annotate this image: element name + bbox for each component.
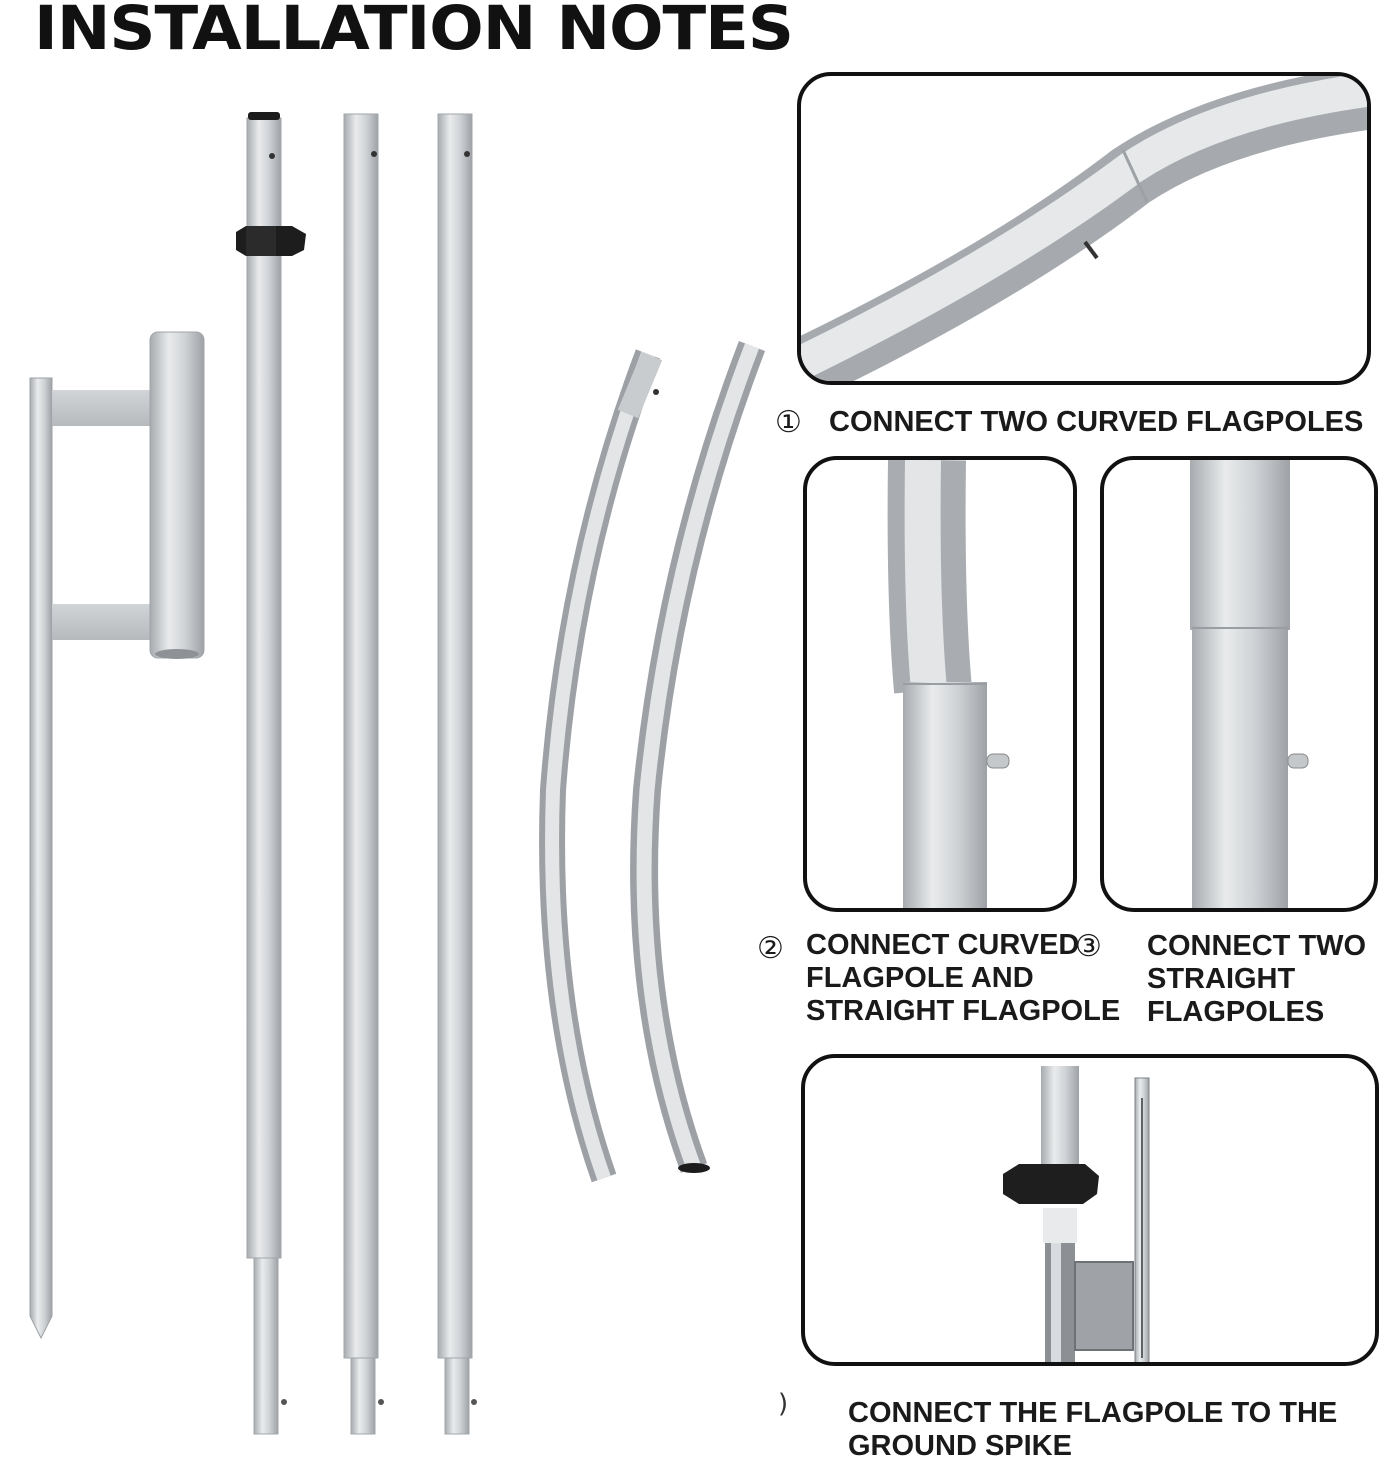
step3-caption-line: CONNECT TWO	[1147, 930, 1367, 962]
step2-number: ②	[757, 931, 784, 966]
step1-image-frame	[797, 72, 1371, 385]
step2-image-frame	[803, 456, 1077, 912]
step4-image-frame	[801, 1054, 1379, 1366]
partial-number-glyph: )	[778, 1389, 788, 1419]
step4-caption: CONNECT THE FLAGPOLE TO THE GROUND SPIKE	[848, 1397, 1337, 1463]
pole-to-spike-illustration	[1003, 1066, 1150, 1362]
step2-caption: CONNECT CURVED FLAGPOLE AND STRAIGHT FLA…	[806, 929, 1120, 1028]
step3-number: ③	[1075, 929, 1102, 964]
step4-caption-line: CONNECT THE FLAGPOLE TO THE	[848, 1397, 1338, 1429]
step1-caption: CONNECT TWO CURVED FLAGPOLES	[829, 406, 1364, 438]
step3-image-frame	[1100, 456, 1378, 912]
straight-flagpole-middle	[343, 113, 384, 1435]
straight-flagpole-bottom	[437, 113, 477, 1435]
step3-caption: CONNECT TWO STRAIGHT FLAGPOLES	[1147, 930, 1366, 1029]
step1-number: ①	[775, 405, 802, 440]
page-title: INSTALLATION NOTES	[34, 0, 794, 65]
straight-to-straight-joint-illustration	[1190, 460, 1309, 908]
curved-flagpole-short	[539, 349, 663, 1183]
ground-spike	[29, 331, 205, 1340]
step4-caption-line: GROUND SPIKE	[848, 1430, 1072, 1462]
curved-to-straight-joint-illustration	[887, 460, 1010, 908]
curved-joint-illustration	[801, 76, 1367, 381]
step2-caption-line: STRAIGHT FLAGPOLE	[806, 995, 1121, 1027]
step3-caption-line: STRAIGHT	[1147, 963, 1296, 995]
straight-flagpole-top	[236, 112, 306, 1435]
step2-caption-line: CONNECT CURVED	[806, 929, 1080, 961]
curved-flagpole-long	[630, 340, 766, 1173]
step3-caption-line: FLAGPOLES	[1147, 996, 1325, 1028]
step2-caption-line: FLAGPOLE AND	[806, 962, 1034, 994]
